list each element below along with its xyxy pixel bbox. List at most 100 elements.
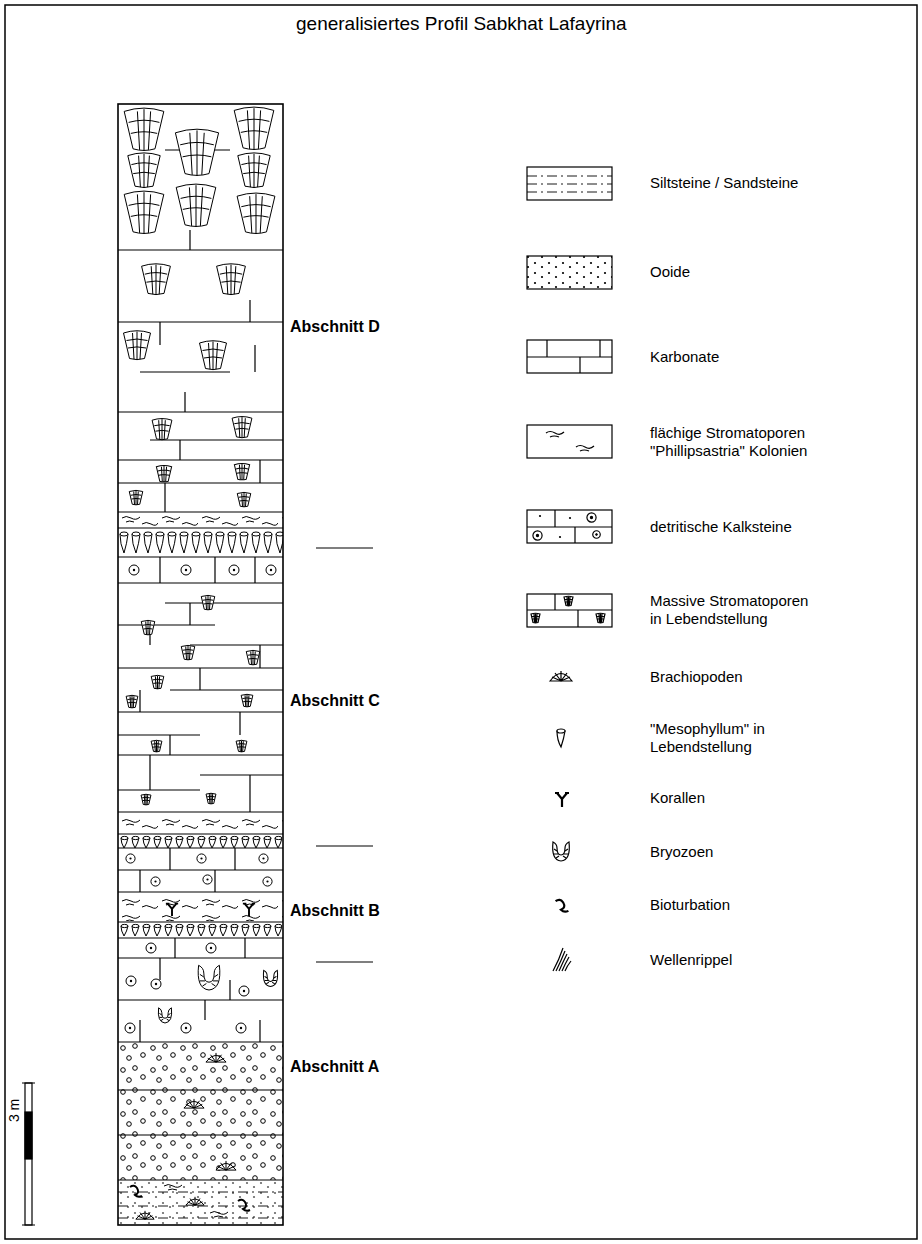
stromatopore: [234, 463, 249, 480]
stromatopore: [238, 153, 270, 188]
stromatopore: [531, 613, 540, 623]
legend-samples: [527, 167, 612, 971]
mesophyllum-pattern: [118, 530, 283, 556]
stromatopore: [246, 650, 260, 665]
wave-symbol: [210, 1212, 228, 1218]
legend-text: Massive Stromatoporen in Lebendstellung: [650, 592, 822, 628]
mesophyllum-symbol: [557, 729, 565, 747]
section-label-text: Abschnitt A: [290, 1058, 379, 1075]
legend-text-text: "Mesophyllum" in Lebendstellung: [650, 720, 765, 755]
legend-swatch: [527, 510, 612, 543]
brachiopod-symbol: [184, 1099, 204, 1108]
scale-bar: [22, 1083, 35, 1225]
coral-symbol: [166, 904, 178, 916]
detrital-grain: [266, 565, 276, 575]
bryozoan-symbol: [553, 842, 570, 861]
legend-text: Siltsteine / Sandsteine: [650, 174, 870, 192]
diagram-title: generalisiertes Profil Sabkhat Lafayrina: [296, 13, 627, 36]
detrital-grain: [126, 854, 135, 863]
stromatopore: [200, 341, 227, 370]
legend-text-text: detritische Kalksteine: [650, 518, 792, 535]
section-separators: [316, 548, 373, 962]
scale-label: 3 m: [6, 1099, 23, 1122]
ooid-bed: [118, 1042, 283, 1180]
legend-swatch: [527, 340, 612, 373]
legend-text: flächige Stromatoporen "Phillipsastria" …: [650, 424, 822, 460]
legend-text: Ooide: [650, 263, 870, 281]
stromatopore: [237, 193, 275, 234]
legend-text-text: Karbonate: [650, 348, 719, 365]
massive-stromatopores: [124, 107, 275, 805]
bioturbation-symbol: [238, 1200, 250, 1211]
legend-text-text: Bryozoen: [650, 843, 713, 860]
detrital-grain: [146, 943, 156, 953]
stromatopore: [151, 740, 162, 752]
wave-symbol: [546, 432, 564, 438]
scale-bar-segment: [25, 1112, 32, 1159]
stromatopore: [181, 645, 195, 660]
flat-stromatopores-row: [118, 512, 283, 528]
brachiopod-symbol: [550, 671, 572, 681]
section-label-text: Abschnitt B: [290, 902, 380, 919]
bed-boundaries: [118, 528, 283, 583]
stromatopore: [217, 264, 246, 295]
stromatopore: [564, 596, 573, 606]
stromatopore: [236, 740, 247, 752]
detrital-grain: [125, 1023, 135, 1033]
legend-text-text: Bioturbation: [650, 896, 730, 913]
section-label: Abschnitt C: [290, 691, 380, 710]
stromatopore: [596, 613, 605, 623]
carbonate-bedding: [118, 603, 283, 812]
detrital-grain: [126, 976, 136, 986]
section-label: Abschnitt D: [290, 317, 380, 336]
flat-stromatopores-row: [118, 815, 283, 833]
stromatopore: [142, 264, 171, 295]
carbonate-bedding: [118, 150, 283, 512]
legend-swatch: [527, 594, 612, 627]
brachiopod-symbol: [216, 1161, 236, 1170]
section-label-text: Abschnitt C: [290, 692, 380, 709]
detrital-grains: [125, 565, 276, 1033]
brachiopod-symbol: [206, 1053, 226, 1062]
wave-pattern: [118, 512, 283, 528]
legend-text: detritische Kalksteine: [650, 518, 870, 536]
coral-symbol: [555, 793, 569, 807]
coral-symbol: [243, 904, 255, 916]
stromatopore: [124, 191, 164, 234]
detrital-grain: [206, 943, 216, 953]
outer-frame: [5, 5, 917, 1239]
stromatopore: [241, 694, 253, 707]
detrital-grain: [203, 875, 212, 884]
detrital-grain: [151, 877, 160, 886]
ripple-symbol: [553, 948, 571, 971]
brachiopod-symbol: [136, 1211, 154, 1219]
mesophyllum-row: [119, 835, 282, 848]
column-outline: [118, 104, 283, 1225]
mesophyllum-row: [119, 923, 282, 937]
legend-text-text: Korallen: [650, 789, 705, 806]
wave-symbol: [576, 446, 594, 452]
legend-text-text: flächige Stromatoporen "Phillipsastria" …: [650, 424, 807, 459]
wave-pattern: [118, 895, 283, 921]
stromatopore: [129, 490, 143, 505]
legend-text: Karbonate: [650, 348, 870, 366]
detrital-grain: [587, 513, 596, 522]
legend-swatch: [527, 256, 612, 289]
carbonate-bricks: [527, 510, 612, 543]
bed-boundaries: [118, 834, 283, 1042]
mesophyllum-pattern: [119, 923, 282, 937]
section-label-text: Abschnitt D: [290, 318, 380, 335]
legend-swatch: [527, 167, 612, 200]
fossils: [130, 904, 278, 1220]
detrital-grain: [181, 565, 191, 575]
bryozoan-symbol: [198, 965, 220, 990]
legend-text-text: Siltsteine / Sandsteine: [650, 174, 798, 191]
stromatopore: [156, 465, 171, 482]
stromatopore: [175, 129, 218, 176]
scale-bar-ticks: [22, 1083, 35, 1225]
column-lines: [118, 150, 283, 1218]
sand-dots: [118, 1180, 283, 1225]
diagram-title-text: generalisiertes Profil Sabkhat Lafayrina: [296, 13, 627, 34]
bryozoan-symbol: [263, 970, 277, 986]
